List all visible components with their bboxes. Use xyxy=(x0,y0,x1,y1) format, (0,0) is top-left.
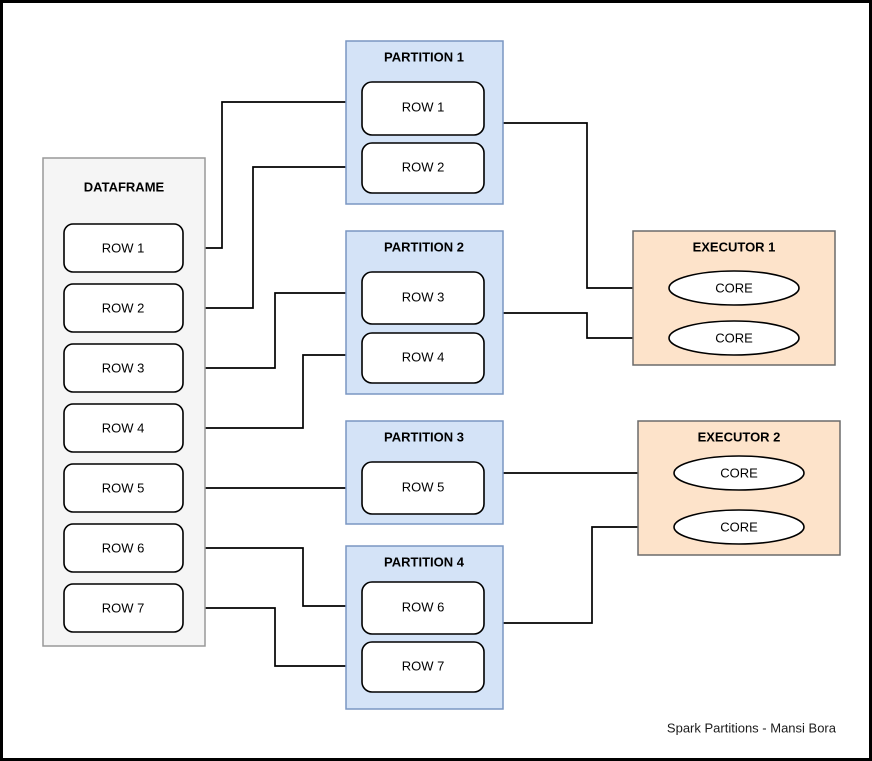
row-label: ROW 1 xyxy=(402,99,445,114)
row-label: ROW 3 xyxy=(402,289,445,304)
connector-partition4-to-executor2-core2 xyxy=(503,521,682,624)
dataframe-row-2[interactable]: ROW 2 xyxy=(63,283,184,333)
row-label: ROW 5 xyxy=(102,480,145,495)
row-label: ROW 3 xyxy=(102,360,145,375)
core-label: CORE xyxy=(720,519,758,534)
row-label: ROW 2 xyxy=(102,300,145,315)
row-label: ROW 4 xyxy=(102,420,145,435)
connector-partition2-to-executor1-core2 xyxy=(503,312,677,344)
partition-3-container[interactable]: PARTITION 3 ROW 5 xyxy=(345,420,504,525)
partition-4-row-1[interactable]: ROW 6 xyxy=(361,581,485,635)
partition-title: PARTITION 2 xyxy=(384,239,464,254)
row-box xyxy=(361,142,485,194)
connector-row4-to-partition2-row4 xyxy=(183,349,359,429)
row-box xyxy=(63,463,184,513)
dataframe-row-7[interactable]: ROW 7 xyxy=(63,583,184,633)
core-ellipse xyxy=(668,320,800,356)
row-box xyxy=(361,581,485,635)
connector-row7-to-partition4-row7 xyxy=(183,607,359,672)
connectors-dataframe-to-partitions xyxy=(183,96,359,672)
row-box xyxy=(63,343,184,393)
dataframe-row-1[interactable]: ROW 1 xyxy=(63,223,184,273)
row-label: ROW 5 xyxy=(402,479,445,494)
core-label: CORE xyxy=(715,280,753,295)
dataframe-title: DATAFRAME xyxy=(84,179,165,194)
row-box xyxy=(361,81,485,136)
core-label: CORE xyxy=(720,465,758,480)
partition-2-row-2[interactable]: ROW 4 xyxy=(361,332,485,384)
row-box xyxy=(63,583,184,633)
executor-1-core-1[interactable]: CORE xyxy=(668,270,800,306)
row-box xyxy=(361,641,485,693)
connector-row6-to-partition4-row6 xyxy=(183,547,359,612)
row-box xyxy=(63,403,184,453)
dataframe-row-5[interactable]: ROW 5 xyxy=(63,463,184,513)
row-box xyxy=(63,283,184,333)
row-box xyxy=(361,332,485,384)
row-label: ROW 1 xyxy=(102,240,145,255)
row-label: ROW 7 xyxy=(402,658,445,673)
core-label: CORE xyxy=(715,330,753,345)
partition-1-row-1[interactable]: ROW 1 xyxy=(361,81,485,136)
partition-4-container[interactable]: PARTITION 4 ROW 6 ROW 7 xyxy=(345,545,504,710)
diagram-canvas: DATAFRAME ROW 1 ROW 2 ROW 3 ROW 4 ROW 5 xyxy=(42,40,841,735)
connector-partition1-to-executor1-core1 xyxy=(503,122,677,294)
dataframe-container[interactable]: DATAFRAME ROW 1 ROW 2 ROW 3 ROW 4 ROW 5 xyxy=(42,157,206,647)
executor-2-core-2[interactable]: CORE xyxy=(673,509,805,545)
executor-1-container[interactable]: EXECUTOR 1 CORE CORE xyxy=(632,230,836,366)
dataframe-row-6[interactable]: ROW 6 xyxy=(63,523,184,573)
partition-2-container[interactable]: PARTITION 2 ROW 3 ROW 4 xyxy=(345,230,504,395)
partition-title: PARTITION 4 xyxy=(384,554,465,569)
core-ellipse xyxy=(673,455,805,491)
row-box xyxy=(361,271,485,325)
connector-row3-to-partition2-row3 xyxy=(183,287,359,369)
executor-2-core-1[interactable]: CORE xyxy=(673,455,805,491)
dataframe-row-3[interactable]: ROW 3 xyxy=(63,343,184,393)
row-label: ROW 7 xyxy=(102,600,145,615)
executor-1-core-2[interactable]: CORE xyxy=(668,320,800,356)
connector-row1-to-partition1-row1 xyxy=(183,96,359,249)
row-label: ROW 4 xyxy=(402,349,445,364)
row-label: ROW 6 xyxy=(402,599,445,614)
row-label: ROW 6 xyxy=(102,540,145,555)
row-box xyxy=(63,223,184,273)
executor-2-container[interactable]: EXECUTOR 2 CORE CORE xyxy=(637,420,841,556)
partition-2-row-1[interactable]: ROW 3 xyxy=(361,271,485,325)
core-ellipse xyxy=(668,270,800,306)
diagram-caption: Spark Partitions - Mansi Bora xyxy=(667,720,837,735)
row-box xyxy=(63,523,184,573)
partition-title: PARTITION 3 xyxy=(384,429,464,444)
partition-1-row-2[interactable]: ROW 2 xyxy=(361,142,485,194)
partition-3-row-1[interactable]: ROW 5 xyxy=(361,461,485,515)
connector-row2-to-partition1-row2 xyxy=(183,161,359,309)
executor-title: EXECUTOR 2 xyxy=(698,429,781,444)
row-box xyxy=(361,461,485,515)
partition-4-row-2[interactable]: ROW 7 xyxy=(361,641,485,693)
partition-title: PARTITION 1 xyxy=(384,49,464,64)
partition-1-container[interactable]: PARTITION 1 ROW 1 ROW 2 xyxy=(345,40,504,205)
executor-title: EXECUTOR 1 xyxy=(693,239,776,254)
row-label: ROW 2 xyxy=(402,159,445,174)
dataframe-row-4[interactable]: ROW 4 xyxy=(63,403,184,453)
core-ellipse xyxy=(673,509,805,545)
